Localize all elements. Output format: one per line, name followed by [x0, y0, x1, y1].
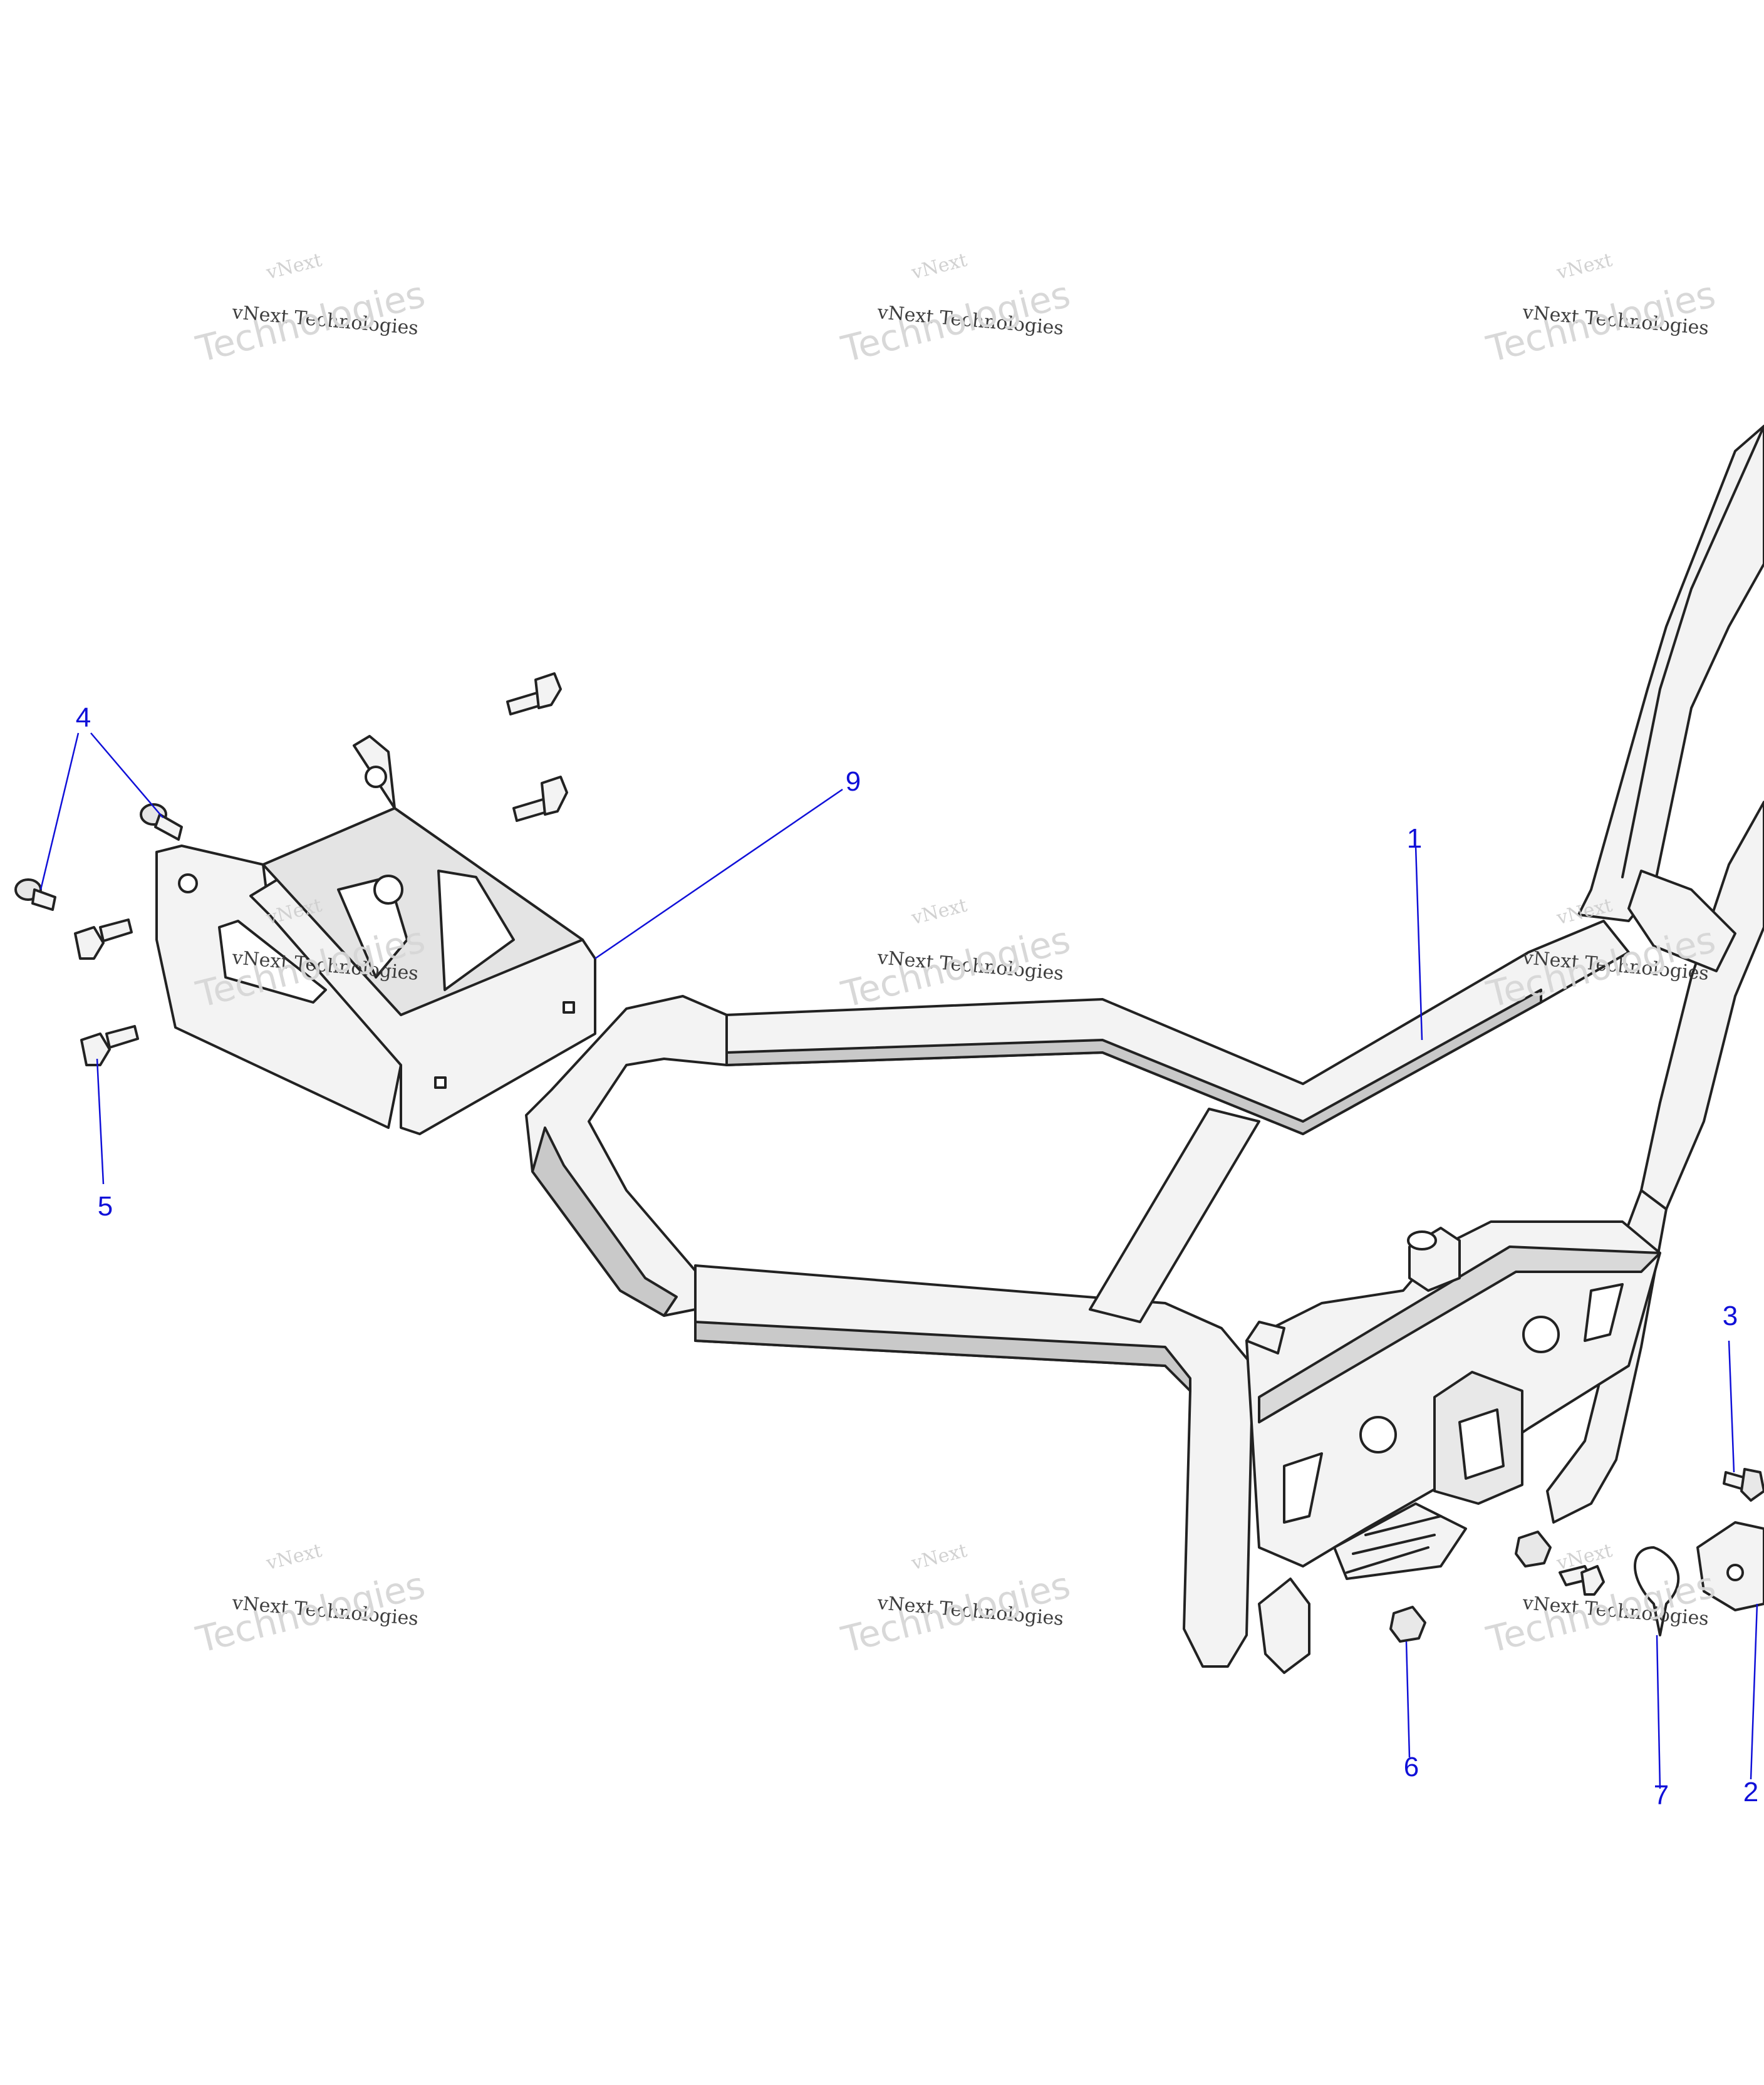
watermark-technologies: Technologies	[837, 1563, 1074, 1661]
callout-2[interactable]: 2	[1743, 1777, 1758, 1807]
bolt-icon	[506, 672, 562, 715]
nut-icon	[1389, 1531, 1552, 1643]
watermark-vnext: vNext	[909, 895, 970, 930]
bolt-icon	[74, 918, 133, 960]
callout-6[interactable]: 6	[1404, 1752, 1419, 1782]
watermark-vnext: vNext	[264, 1540, 324, 1575]
watermark-technologies: Technologies	[192, 273, 429, 370]
watermark-vnext: vNext	[909, 1540, 970, 1575]
callout-7[interactable]: 7	[1654, 1780, 1669, 1811]
watermark-technologies: Technologies	[837, 273, 1074, 370]
callouts: 1 2 3 4 5 6 7 9	[76, 702, 1758, 1811]
hitch-plate	[1245, 1220, 1661, 1674]
bolt-icon	[1559, 1565, 1605, 1596]
bolt-icon	[80, 1025, 139, 1066]
callout-9[interactable]: 9	[846, 766, 861, 797]
callout-4[interactable]: 4	[76, 702, 91, 733]
hitch-pin-clip	[1634, 1546, 1680, 1636]
bumper-frame	[525, 425, 1764, 1668]
watermark-technologies: Technologies	[192, 1563, 429, 1661]
fasteners	[14, 672, 1764, 1643]
watermark-technologies: Technologies	[1482, 273, 1720, 370]
mounting-bracket	[155, 735, 596, 1135]
washer-bolt-icon	[14, 878, 56, 911]
watermark-vnext: vNext	[909, 249, 970, 284]
bolt-icon	[512, 776, 568, 822]
watermark-vnext: vNext	[1554, 249, 1615, 284]
leader-lines	[39, 732, 1758, 1789]
callout-3[interactable]: 3	[1723, 1301, 1738, 1331]
bolt-icon	[1723, 1468, 1764, 1502]
callout-5[interactable]: 5	[98, 1191, 113, 1222]
callout-1[interactable]: 1	[1407, 823, 1422, 854]
watermark-vnext: vNext	[264, 249, 324, 284]
washer-bolt-icon	[140, 803, 183, 841]
